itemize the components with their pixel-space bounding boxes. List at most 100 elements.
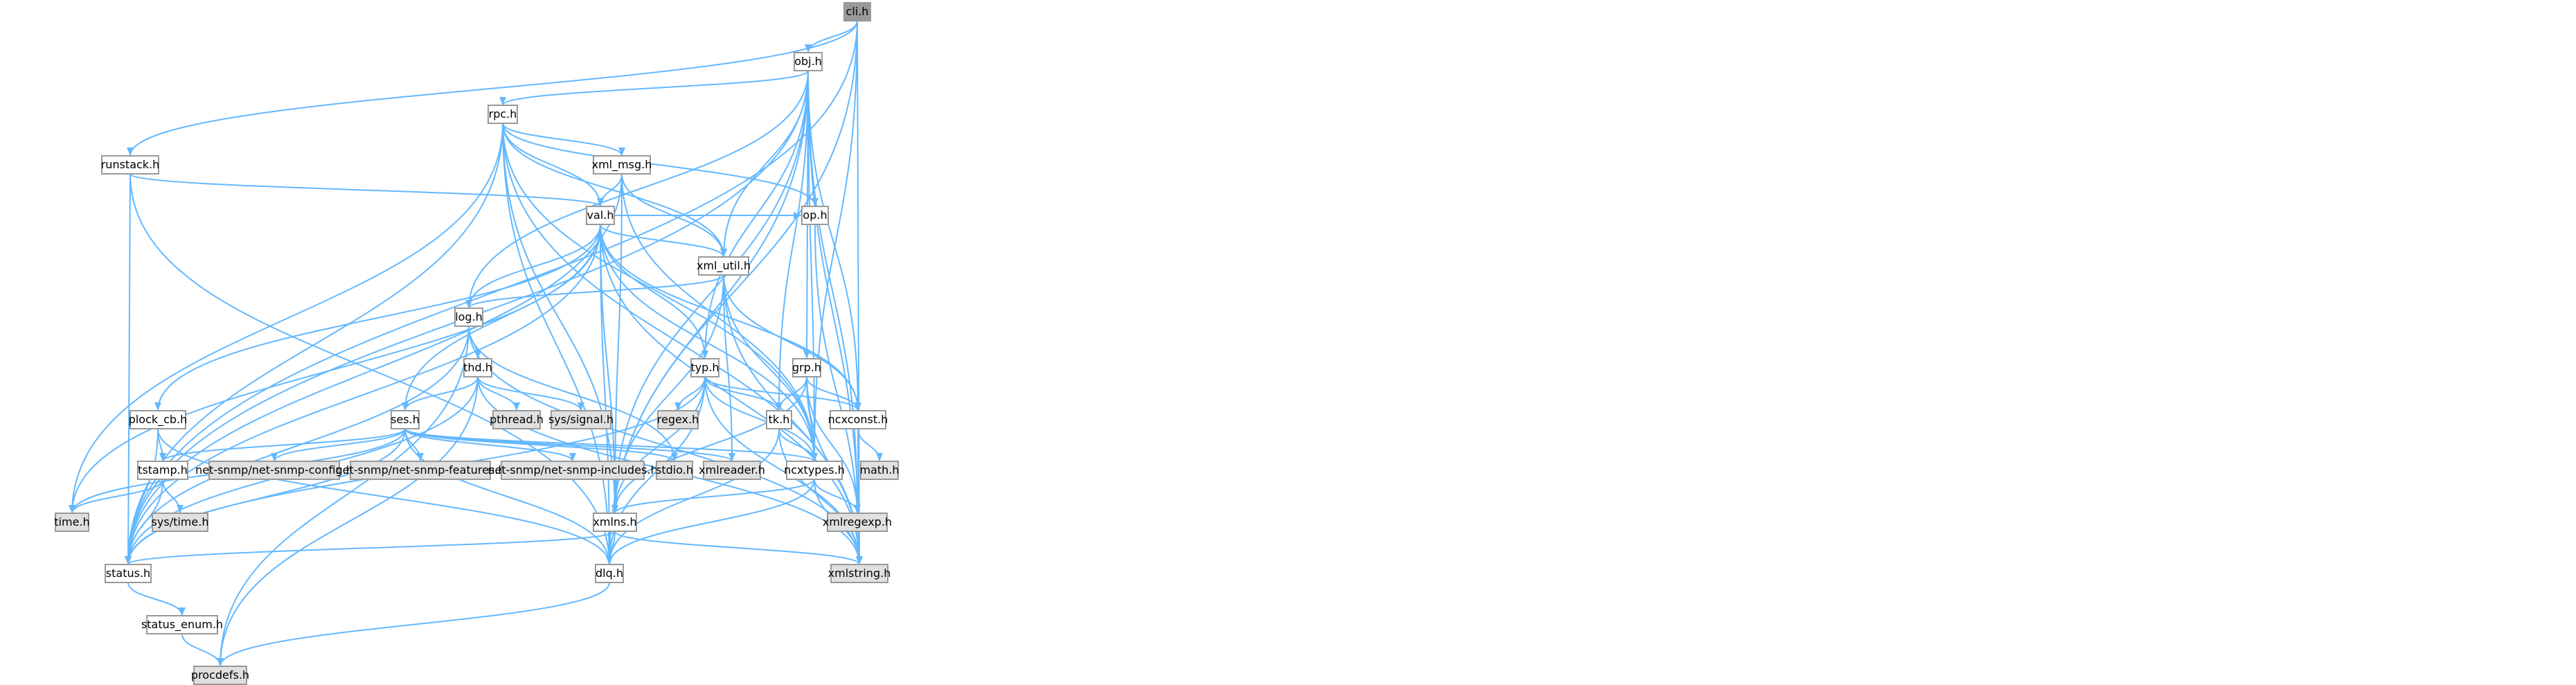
edge-val-h-to-plock-cb-h [154, 224, 601, 411]
node-xmlstring-h[interactable]: xmlstring.h [828, 564, 891, 583]
edge-cli-h-to-dlq-h [606, 20, 858, 565]
edge-cli-h-to-runstack-h [126, 20, 858, 157]
node-status-enum-h[interactable]: status_enum.h [141, 615, 223, 634]
node-rpc-h[interactable]: rpc.h [488, 105, 518, 124]
node-val-h[interactable]: val.h [586, 206, 615, 225]
edge-xml-util-h-to-log-h [465, 274, 724, 309]
edge-rpc-h-to-xml-msg-h [502, 123, 625, 157]
edge-typ-h-to-regex-h [674, 376, 706, 411]
edge-rpc-h-to-op-h [502, 123, 819, 207]
edge-ncxtypes-h-to-xmlns-h [611, 479, 815, 514]
edge-thd-h-to-sys-signal-h [477, 376, 584, 411]
svg-text:procdefs.h: procdefs.h [191, 668, 249, 682]
edge-rpc-h-to-val-h [502, 123, 604, 207]
svg-text:typ.h: typ.h [690, 361, 719, 374]
edge-rpc-h-to-xml-util-h [502, 123, 727, 258]
node-xmlregexp-h[interactable]: xmlregexp.h [823, 513, 892, 532]
edge-rpc-h-to-status-h [125, 123, 503, 565]
svg-text:obj.h: obj.h [794, 55, 822, 68]
edge-log-h-to-procdefs-h [217, 326, 469, 667]
edge-dlq-h-to-procdefs-h [216, 582, 610, 667]
edge-ses-h-to-net-snmp-includes-h [404, 428, 576, 462]
edge-tk-h-to-ncxtypes-h [778, 428, 818, 462]
svg-text:tk.h: tk.h [769, 413, 790, 426]
svg-text:xmlns.h: xmlns.h [593, 515, 636, 528]
svg-text:net-snmp/net-snmp-config.h: net-snmp/net-snmp-config.h [195, 463, 353, 477]
svg-text:runstack.h: runstack.h [101, 158, 160, 171]
node-procdefs-h[interactable]: procdefs.h [191, 666, 249, 685]
svg-text:sys/time.h: sys/time.h [152, 515, 209, 528]
node-xml-msg-h[interactable]: xml_msg.h [592, 155, 652, 175]
node-xml-util-h[interactable]: xml_util.h [697, 256, 751, 276]
edge-runstack-h-to-status-h [125, 173, 132, 565]
node-thd-h[interactable]: thd.h [463, 358, 492, 377]
node-op-h[interactable]: op.h [801, 206, 829, 225]
edge-grp-h-to-ncxconst-h [806, 376, 861, 411]
svg-text:xmlreader.h: xmlreader.h [699, 463, 765, 477]
node-runstack-h[interactable]: runstack.h [101, 155, 160, 175]
node-ses-h[interactable]: ses.h [391, 410, 420, 429]
node-xmlreader-h[interactable]: xmlreader.h [699, 461, 765, 480]
svg-text:grp.h: grp.h [792, 361, 821, 374]
svg-text:xml_util.h: xml_util.h [697, 259, 751, 273]
svg-text:log.h: log.h [455, 310, 483, 323]
svg-text:val.h: val.h [587, 208, 614, 222]
svg-text:pthread.h: pthread.h [490, 413, 544, 426]
edge-obj-h-to-rpc-h [499, 70, 809, 106]
svg-text:ncxtypes.h: ncxtypes.h [784, 463, 845, 477]
edge-xmlns-h-to-status-h [124, 531, 616, 565]
edge-runstack-h-to-val-h [129, 173, 604, 207]
svg-text:regex.h: regex.h [657, 413, 699, 426]
node-sys-time-h[interactable]: sys/time.h [152, 513, 209, 532]
edge-ses-h-to-dlq-h [404, 428, 613, 565]
node-ncxtypes-h[interactable]: ncxtypes.h [784, 461, 845, 480]
node-stdio-h[interactable]: stdio.h [656, 461, 693, 480]
svg-text:status.h: status.h [106, 567, 150, 580]
edge-ses-h-to-tstamp-h [159, 428, 406, 462]
edge-ncxconst-h-to-math-h [857, 428, 883, 462]
node-tstamp-h[interactable]: tstamp.h [137, 461, 188, 480]
svg-text:op.h: op.h [803, 208, 827, 222]
svg-text:sys/signal.h: sys/signal.h [548, 413, 614, 426]
node-xmlns-h[interactable]: xmlns.h [593, 513, 637, 532]
edge-rpc-h-to-time-h [68, 123, 503, 514]
node-status-h[interactable]: status.h [105, 564, 152, 583]
edge-xmlns-h-to-dlq-h [605, 531, 616, 565]
svg-text:ses.h: ses.h [391, 413, 420, 426]
edge-status-enum-h-to-procdefs-h [181, 633, 224, 667]
node-tk-h[interactable]: tk.h [766, 410, 792, 429]
edge-grp-h-to-xmlns-h [611, 376, 807, 514]
svg-text:cli.h: cli.h [846, 5, 869, 18]
node-net-snmp-includes-h[interactable]: net-snmp/net-snmp-includes.h [488, 461, 658, 480]
node-pthread-h[interactable]: pthread.h [490, 410, 544, 429]
node-sys-signal-h[interactable]: sys/signal.h [548, 410, 614, 429]
edge-cli-h-to-ncxtypes-h [811, 20, 858, 462]
node-dlq-h[interactable]: dlq.h [595, 564, 624, 583]
edge-status-h-to-status-enum-h [127, 582, 186, 616]
edge-thd-h-to-ses-h [401, 376, 478, 411]
svg-text:xml_msg.h: xml_msg.h [592, 158, 652, 172]
svg-text:net-snmp/net-snmp-includes.h: net-snmp/net-snmp-includes.h [488, 463, 657, 477]
edge-val-h-to-op-h [614, 212, 802, 219]
svg-text:time.h: time.h [54, 515, 89, 528]
node-regex-h[interactable]: regex.h [657, 410, 699, 429]
node-time-h[interactable]: time.h [54, 513, 90, 532]
node-grp-h[interactable]: grp.h [792, 358, 821, 377]
edge-xmlns-h-to-xmlstring-h [614, 531, 863, 565]
svg-text:ncxconst.h: ncxconst.h [828, 413, 888, 426]
node-typ-h[interactable]: typ.h [690, 358, 719, 377]
node-math-h[interactable]: math.h [859, 461, 900, 480]
node-cli-h[interactable]: cli.h [843, 2, 871, 21]
svg-text:stdio.h: stdio.h [656, 463, 693, 477]
node-net-snmp-features-h[interactable]: net-snmp/net-snmp-features.h [336, 461, 506, 480]
node-plock-cb-h[interactable]: plock_cb.h [129, 410, 188, 429]
svg-text:thd.h: thd.h [463, 361, 492, 374]
node-log-h[interactable]: log.h [454, 308, 483, 327]
edge-ses-h-to-net-snmp-config-h [270, 428, 406, 462]
node-obj-h[interactable]: obj.h [794, 52, 823, 71]
edge-tstamp-h-to-sys-time-h [162, 479, 184, 514]
svg-text:xmlstring.h: xmlstring.h [828, 567, 891, 580]
node-net-snmp-config-h[interactable]: net-snmp/net-snmp-config.h [195, 461, 353, 480]
node-ncxconst-h[interactable]: ncxconst.h [828, 410, 888, 429]
svg-text:dlq.h: dlq.h [596, 567, 623, 580]
